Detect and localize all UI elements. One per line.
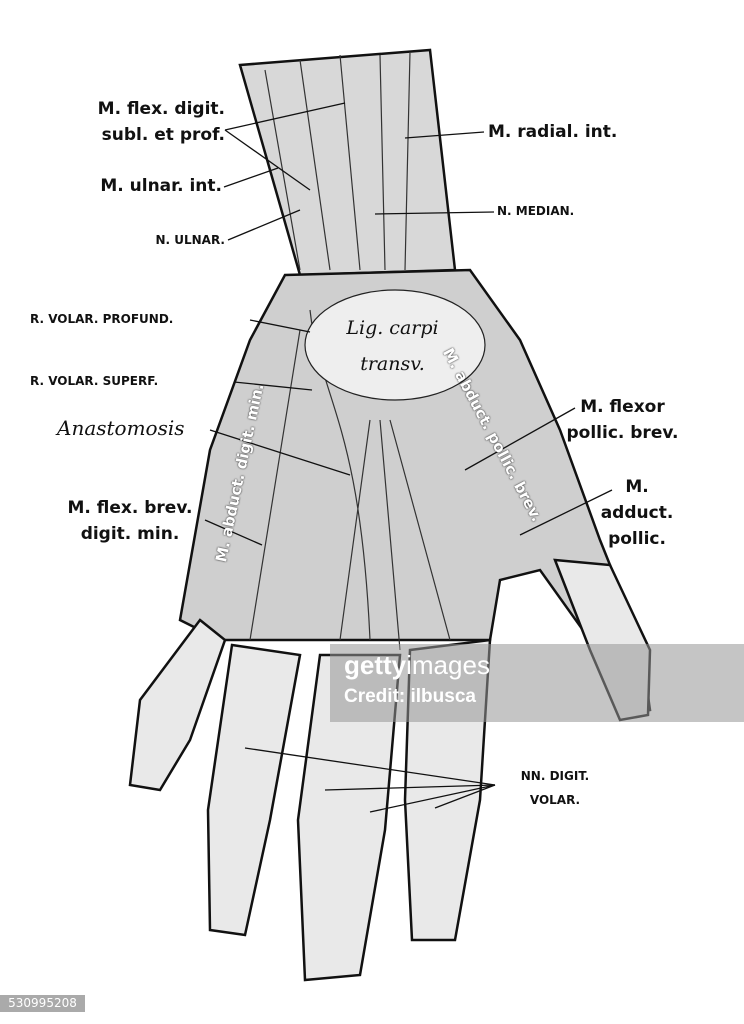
credit-text: Credit: ilbusca [344, 686, 476, 707]
label-line: M. flexor [580, 397, 665, 417]
label-flex-brev: M. flex. brev. digit. min. [50, 495, 210, 547]
label-adduct-pollic: M. adduct. pollic. [592, 474, 682, 552]
label-line: M. flex. brev. [67, 498, 193, 518]
label-line: VOLAR. [529, 793, 581, 807]
label-n-median: N. MEDIAN. [497, 204, 575, 218]
label-line: M. flex. digit. [97, 99, 225, 119]
little-finger [128, 618, 227, 792]
label-volar-superf: R. VOLAR. SUPERF. [30, 374, 159, 388]
getty-watermark: gettyimages Credit: ilbusca [330, 644, 744, 722]
label-radial-int: M. radial. int. [488, 122, 618, 142]
label-n-ulnar: N. ULNAR. [155, 233, 225, 247]
label-line: NN. DIGIT. [520, 769, 590, 783]
ring-finger [206, 643, 302, 937]
label-ulnar-int: M. ulnar. int. [100, 176, 222, 196]
label-line: subl. et prof. [101, 125, 225, 145]
label-line: digit. min. [80, 524, 180, 544]
logo-bold: getty [344, 650, 407, 680]
label-flexor-pollic: M. flexor pollic. brev. [565, 394, 680, 446]
label-line: adduct. [600, 503, 674, 523]
label-line: Lig. carpi [346, 317, 439, 339]
logo-light: images [406, 650, 490, 680]
label-line: pollic. [608, 529, 666, 549]
label-volar-profund: R. VOLAR. PROFUND. [30, 312, 174, 326]
image-id: 530995208 [0, 995, 85, 1012]
label-flex-digit: M. flex. digit. subl. et prof. [40, 96, 225, 148]
getty-logo: gettyimages [344, 650, 490, 681]
label-line: transv. [360, 353, 425, 375]
label-line: pollic. brev. [566, 423, 679, 443]
label-anastomosis: Anastomosis [57, 416, 185, 440]
forearm [238, 48, 457, 277]
label-line: M. [625, 477, 649, 497]
leader-lines [204, 102, 613, 813]
label-lig-carpi: Lig. carpi transv. [330, 310, 455, 382]
label-nn-digit: NN. DIGIT. VOLAR. [500, 764, 610, 812]
